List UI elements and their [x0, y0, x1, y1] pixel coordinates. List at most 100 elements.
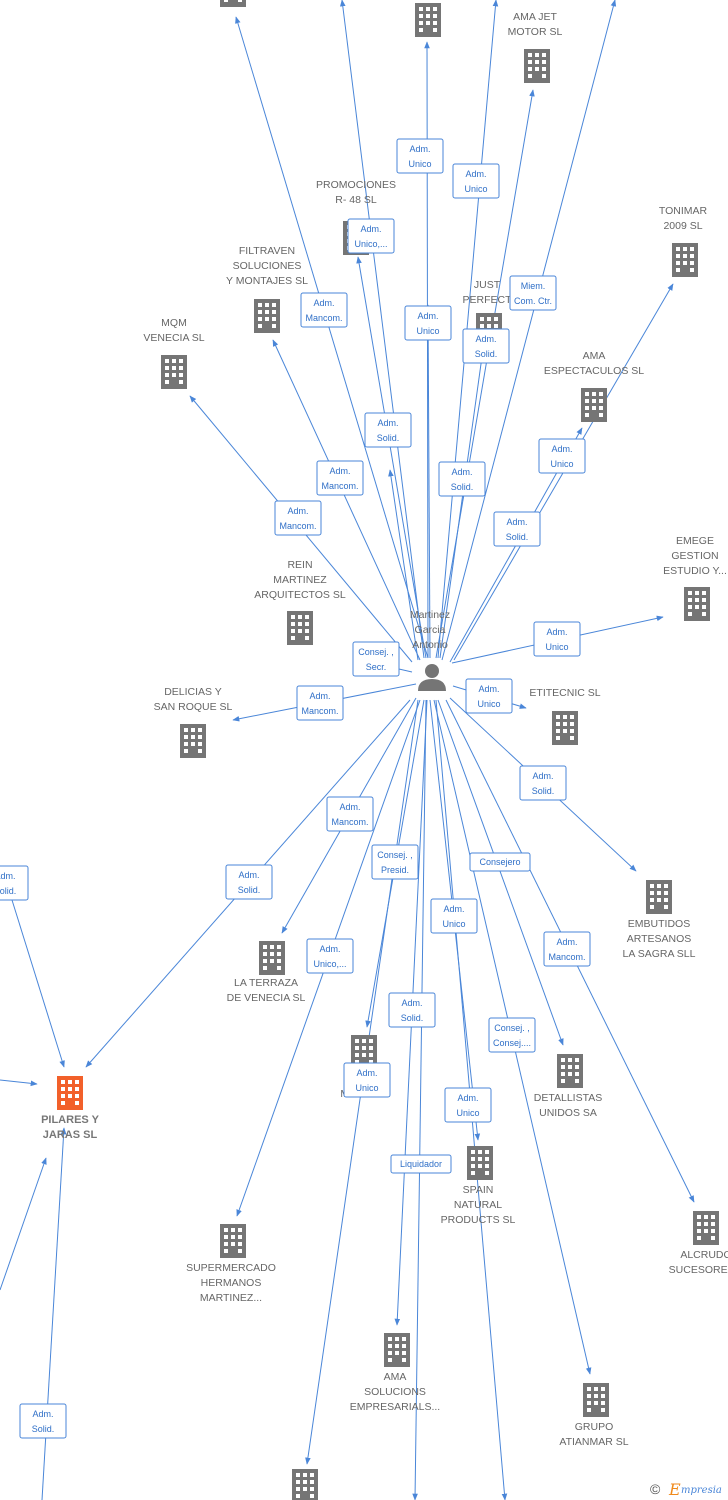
edge-role-label[interactable]: Adm.Unico — [465, 678, 513, 714]
edge-role-text: Adm. — [457, 1093, 478, 1103]
edge-role-text: Adm. — [551, 444, 572, 454]
company-node-alcrudo[interactable]: ALCRUDOSUCESORES... — [669, 1211, 728, 1276]
edge-role-label[interactable]: Adm.Mancom. — [274, 500, 322, 536]
edge-line — [41, 1127, 67, 1500]
edge-role-label[interactable]: Adm.Solid. — [0, 865, 29, 901]
edge-role-label[interactable]: Adm.Solid. — [19, 1403, 67, 1439]
edge-role-label[interactable]: Adm.Unico — [404, 305, 452, 341]
edge-role-text: Solid. — [475, 349, 498, 359]
edge-role-label[interactable]: Consej. ,Presid. — [371, 844, 419, 880]
edge-role-text: Mancom. — [305, 313, 342, 323]
edge-role-label[interactable]: Adm.Mancom. — [543, 931, 591, 967]
edge-role-label-box — [371, 844, 419, 880]
edge-role-text: Presid. — [381, 865, 409, 875]
edge-role-label[interactable]: Consejero — [469, 852, 531, 872]
edge-role-text: Adm. — [401, 998, 422, 1008]
company-name-line: PERFECT — [462, 294, 512, 306]
company-name-line: LA TERRAZA — [234, 977, 298, 989]
edge-role-label[interactable]: Adm.Solid. — [438, 461, 486, 497]
edge-role-label[interactable]: Adm.Mancom. — [296, 685, 344, 721]
company-name-line: HERMANOS — [201, 1277, 262, 1289]
edge-role-label[interactable]: Adm.Unico — [430, 898, 478, 934]
company-name-line: NATURAL — [454, 1199, 502, 1211]
company-node-top-center[interactable] — [415, 3, 441, 37]
edge-role-text: Consej.... — [493, 1038, 531, 1048]
company-name-line: SUPERMERCADO — [186, 1262, 276, 1274]
company-name-line: EMEGE — [676, 535, 714, 547]
edge-role-label[interactable]: Adm. Unico,... — [306, 938, 354, 974]
edge-role-label[interactable]: Adm. Solid. — [388, 992, 436, 1028]
edge-role-label[interactable]: Adm.Unico — [452, 163, 500, 199]
company-node-ama-soluciones[interactable]: AMASOLUCIONSEMPRESARIALS... — [350, 1333, 440, 1413]
edge-role-label-box — [462, 328, 510, 364]
edge-role-text: Liquidador — [400, 1159, 442, 1169]
company-name-line: PROMOCIONES — [316, 179, 396, 191]
company-name-line: GRUPO — [575, 1421, 614, 1433]
edge-line — [356, 256, 427, 659]
edge-role-label-box — [396, 138, 444, 174]
edge-role-text: Solid. — [451, 482, 474, 492]
edge-role-text: Unico — [416, 326, 439, 336]
edge-role-label[interactable]: Adm.Solid. — [519, 765, 567, 801]
company-node-bottom[interactable] — [292, 1469, 318, 1500]
edge-role-label[interactable]: Adm.Unico — [444, 1087, 492, 1123]
edge-role-text: Adm. — [319, 944, 340, 954]
edge-role-label[interactable]: Consej. ,Consej.... — [488, 1017, 536, 1053]
edge-role-label[interactable]: Adm.Mancom. — [316, 460, 364, 496]
edge-line — [0, 1157, 47, 1291]
edge-role-label[interactable]: Adm.Solid. — [364, 412, 412, 448]
edge-role-text: Adm. — [339, 802, 360, 812]
edge-role-label[interactable]: Adm. Mancom. — [300, 292, 348, 328]
edge-role-text: Unico,... — [354, 239, 387, 249]
edge-line — [435, 89, 535, 659]
edge-role-label[interactable]: Liquidador — [390, 1154, 452, 1174]
company-name-line: GESTION — [671, 550, 718, 562]
person-icon-head — [425, 664, 439, 678]
building-icon — [415, 3, 441, 37]
company-name-line: FILTRAVEN — [239, 245, 295, 257]
edge-role-label-box — [300, 292, 348, 328]
edge-role-label[interactable]: Adm.Unico — [538, 438, 586, 474]
edge-role-text: Solid. — [401, 1013, 424, 1023]
company-node-top-left[interactable] — [220, 0, 246, 7]
building-icon — [583, 1383, 609, 1417]
edge-role-label[interactable]: Consej. ,Secr. — [352, 641, 400, 677]
edge-role-label[interactable]: Adm.Unico,... — [347, 218, 395, 254]
edge-role-label[interactable]: Adm.Solid. — [225, 864, 273, 900]
edge-line — [437, 699, 564, 1046]
edge-role-label[interactable]: Adm.Unico — [343, 1062, 391, 1098]
edge-role-label[interactable]: Miem.Com. Ctr. — [509, 275, 557, 311]
edge-role-label[interactable]: Adm.Mancom. — [326, 796, 374, 832]
edge-role-text: Adm. — [475, 334, 496, 344]
edge-role-text: Adm. — [313, 298, 334, 308]
edge-role-label[interactable]: Adm.Unico — [396, 138, 444, 174]
company-name-line: UNIDOS SA — [539, 1107, 597, 1119]
company-node-supermercado[interactable]: SUPERMERCADOHERMANOSMARTINEZ... — [186, 1224, 276, 1304]
edge-role-text: Mancom. — [321, 481, 358, 491]
edge-role-label[interactable]: Adm.Unico — [533, 621, 581, 657]
company-name-line: AMA — [384, 1371, 407, 1383]
edge-role-label[interactable]: Adm.Solid. — [493, 511, 541, 547]
edge-role-text: Unico,... — [313, 959, 346, 969]
edge-role-text: Unico — [464, 184, 487, 194]
company-node-etitecnic[interactable]: ETITECNIC SL — [529, 687, 601, 745]
company-name-line: PRODUCTS SL — [441, 1214, 516, 1226]
edge-role-label[interactable]: Adm. Solid. — [462, 328, 510, 364]
